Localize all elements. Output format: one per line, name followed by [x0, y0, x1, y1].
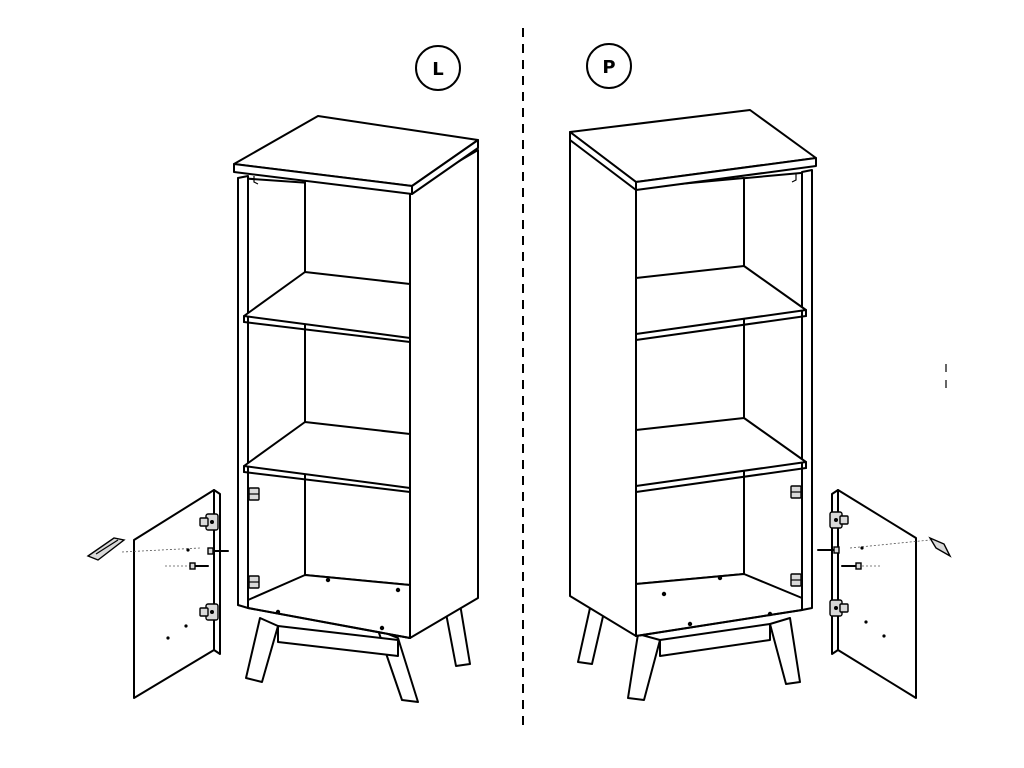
handle-right: [928, 536, 952, 558]
cabinet-left-legs: [245, 603, 471, 703]
door-right: [817, 489, 931, 699]
screw-left-2: [189, 562, 209, 570]
handle-left: [86, 537, 126, 561]
cabinet-right-legs: [577, 607, 801, 701]
label-right-text: P: [602, 57, 615, 78]
label-badge-right: P: [586, 43, 632, 89]
cabinet-left: [233, 115, 479, 703]
screw-left-1: [207, 547, 229, 555]
screw-right-2: [841, 562, 862, 570]
door-left: [121, 489, 229, 699]
label-badge-left: L: [415, 45, 461, 91]
cabinet-left-shelf-1: [243, 271, 411, 339]
screw-right-1: [817, 546, 840, 554]
cabinet-left-shelf-2: [243, 421, 411, 489]
cabinet-right-side: [569, 139, 637, 637]
label-left-text: L: [432, 59, 443, 80]
cabinet-right: [569, 109, 817, 701]
cabinet-left-side: [409, 149, 479, 639]
